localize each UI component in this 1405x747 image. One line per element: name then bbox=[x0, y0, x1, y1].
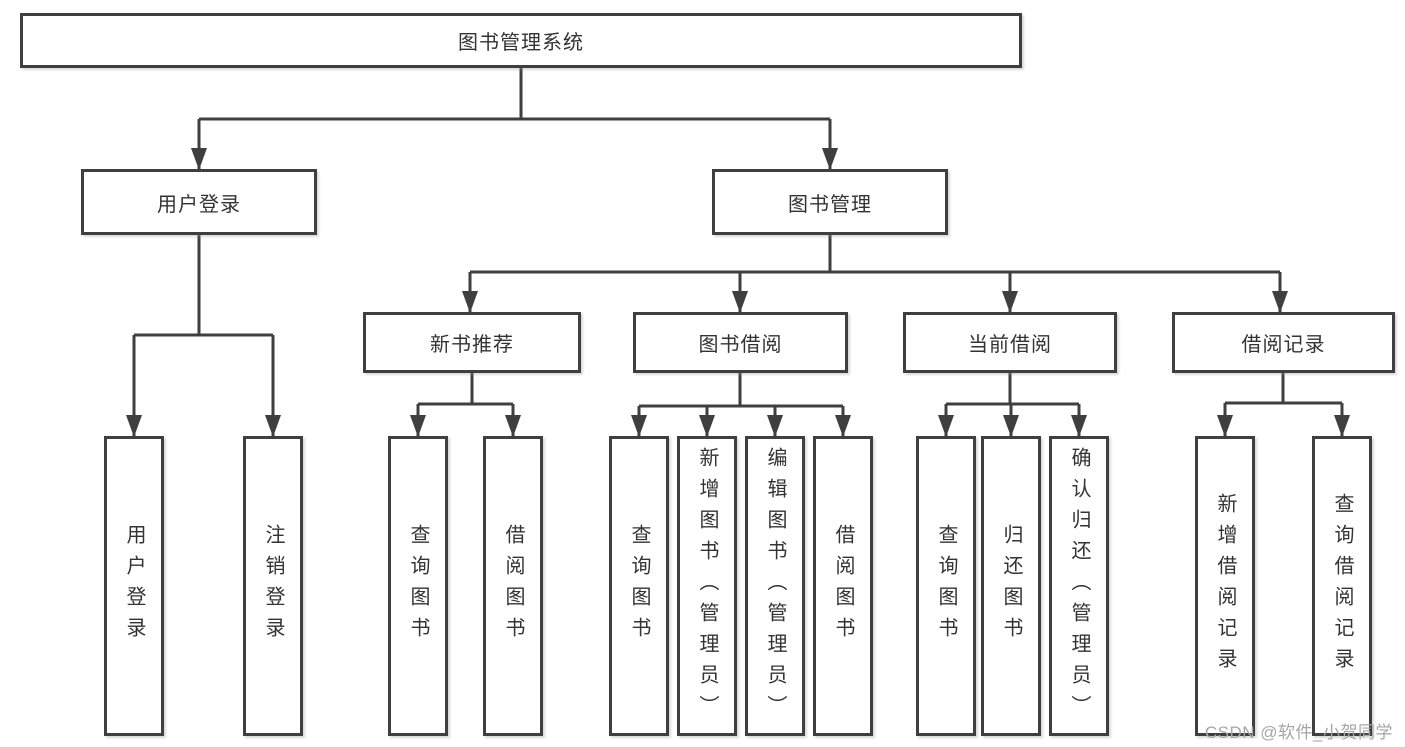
leaf-bb-edit-book-admin-label: 编辑图书（管理员） bbox=[764, 446, 786, 726]
node-user-login: 用户登录 bbox=[81, 169, 317, 235]
node-borrow-records-label: 借阅记录 bbox=[1241, 334, 1326, 356]
spine-user-login bbox=[134, 235, 273, 337]
leaf-cb-return-book: 归还图书 bbox=[981, 436, 1041, 736]
node-book-management: 图书管理 bbox=[712, 169, 948, 235]
leaf-logout-label: 注销登录 bbox=[262, 524, 284, 648]
leaf-bb-query-books-label: 查询图书 bbox=[628, 524, 650, 648]
node-user-login-label: 用户登录 bbox=[157, 193, 241, 216]
leaf-cb-confirm-return-admin-label: 确认归还（管理员） bbox=[1068, 446, 1090, 726]
leaf-br-add-record: 新增借阅记录 bbox=[1195, 436, 1255, 736]
leaf-logout: 注销登录 bbox=[243, 436, 303, 736]
leaf-bb-query-books: 查询图书 bbox=[609, 436, 669, 736]
node-new-book-recommend: 新书推荐 bbox=[363, 312, 581, 373]
leaf-user-login-label: 用户登录 bbox=[123, 524, 145, 648]
leaf-br-add-record-label: 新增借阅记录 bbox=[1214, 493, 1236, 679]
spine-book-management bbox=[470, 235, 1280, 274]
leaf-nb-borrow-books-label: 借阅图书 bbox=[502, 524, 524, 648]
node-book-borrow-label: 图书借阅 bbox=[698, 334, 783, 356]
leaf-user-login: 用户登录 bbox=[104, 436, 164, 736]
leaf-bb-borrow-book: 借阅图书 bbox=[813, 436, 873, 736]
spine-root bbox=[199, 68, 830, 121]
spine-borrow-record bbox=[1225, 373, 1342, 405]
leaf-cb-query-books-label: 查询图书 bbox=[935, 524, 957, 648]
leaf-nb-query-books-label: 查询图书 bbox=[407, 524, 429, 648]
leaf-nb-query-books: 查询图书 bbox=[388, 436, 448, 736]
leaf-bb-edit-book-admin: 编辑图书（管理员） bbox=[745, 436, 805, 736]
leaf-bb-add-book-admin-label: 新增图书（管理员） bbox=[696, 446, 718, 726]
node-current-borrow: 当前借阅 bbox=[903, 312, 1117, 373]
leaf-br-query-record-label: 查询借阅记录 bbox=[1331, 493, 1353, 679]
node-borrow-records: 借阅记录 bbox=[1172, 312, 1395, 373]
node-book-borrow: 图书借阅 bbox=[633, 312, 848, 373]
leaf-cb-confirm-return-admin: 确认归还（管理员） bbox=[1049, 436, 1109, 736]
leaf-bb-borrow-book-label: 借阅图书 bbox=[832, 524, 854, 648]
spine-current-borrow bbox=[946, 373, 1079, 406]
leaf-nb-borrow-books: 借阅图书 bbox=[483, 436, 543, 736]
spine-book-borrow bbox=[639, 373, 843, 408]
spine-new-book bbox=[418, 373, 513, 406]
node-library-system: 图书管理系统 bbox=[20, 13, 1022, 68]
leaf-cb-return-book-label: 归还图书 bbox=[1000, 524, 1022, 648]
leaf-cb-query-books: 查询图书 bbox=[916, 436, 976, 736]
node-current-borrow-label: 当前借阅 bbox=[968, 334, 1052, 356]
node-library-system-label: 图书管理系统 bbox=[458, 32, 584, 54]
node-new-book-recommend-label: 新书推荐 bbox=[430, 334, 514, 356]
leaf-br-query-record: 查询借阅记录 bbox=[1312, 436, 1372, 736]
leaf-bb-add-book-admin: 新增图书（管理员） bbox=[677, 436, 737, 736]
node-book-management-label: 图书管理 bbox=[788, 193, 872, 216]
